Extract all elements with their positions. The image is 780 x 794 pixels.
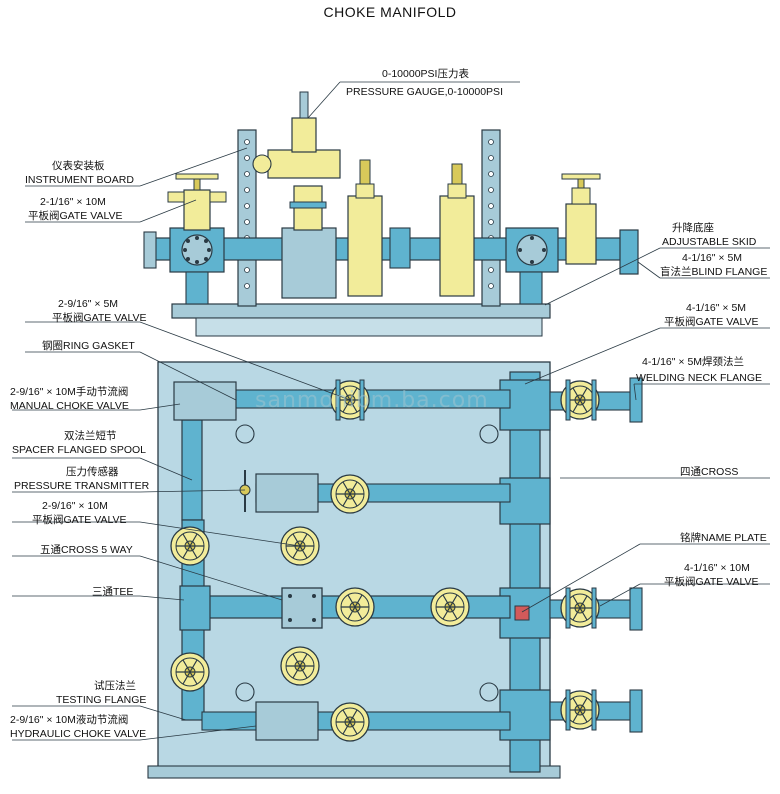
manual-choke-body <box>173 381 237 421</box>
label-manual-en: MANUAL CHOKE VALVE <box>10 400 129 412</box>
label-gate41b-size: 4-1/16" × 10M <box>684 562 750 574</box>
label-blind-en: 盲法兰BLIND FLANGE <box>660 266 768 278</box>
label-spacer-en: SPACER FLANGED SPOOL <box>12 444 147 456</box>
label-name-plate: 铭牌NAME PLATE <box>680 532 767 544</box>
label-pt-en: PRESSURE TRANSMITTER <box>14 480 150 492</box>
label-blind-size: 4-1/16" × 5M <box>682 252 743 264</box>
label-cross: 四通CROSS <box>680 466 739 478</box>
label-gate10-en: 平板阀GATE VALVE <box>32 514 127 526</box>
label-manual-size: 2-9/16" × 10M手动节流阀 <box>10 386 129 398</box>
label-gauge-cn: 0-10000PSI压力表 <box>382 68 469 80</box>
label-gate10-size: 2-9/16" × 10M <box>42 500 108 512</box>
label-gate5m-size: 2-9/16" × 5M <box>58 298 119 310</box>
instrument-board-post <box>237 129 257 307</box>
label-weld-en: WELDING NECK FLANGE <box>636 372 763 384</box>
blind-flange <box>619 229 639 275</box>
label-tee: 三通TEE <box>92 586 134 598</box>
label-gate5m-en: 平板阀GATE VALVE <box>52 312 147 324</box>
label-weld-size: 4-1/16" × 5M焊颈法兰 <box>642 356 745 368</box>
label-gate41b-en: 平板阀GATE VALVE <box>664 576 759 588</box>
label-gate41-en: 平板阀GATE VALVE <box>664 316 759 328</box>
cross-5-way <box>281 587 323 629</box>
label-gauge-en: PRESSURE GAUGE,0-10000PSI <box>346 86 503 98</box>
label-hyd-size: 2-9/16" × 10M液动节流阀 <box>10 714 129 726</box>
watermark: sanmonibm.ba.com <box>255 388 489 413</box>
label-board-en: INSTRUMENT BOARD <box>25 174 134 186</box>
label-skid-cn: 升降底座 <box>672 222 714 234</box>
hydraulic-choke-body <box>255 701 319 741</box>
label-test-cn: 试压法兰 <box>94 680 136 692</box>
label-hyd-en: HYDRAULIC CHOKE VALVE <box>10 728 147 740</box>
label-gate-top-en: 平板阀GATE VALVE <box>28 210 123 222</box>
label-cross-5-way: 五通CROSS 5 WAY <box>40 544 133 556</box>
label-gate-top-size: 2-1/16" × 10M <box>40 196 106 208</box>
label-spacer-cn: 双法兰短节 <box>64 430 117 442</box>
label-pt-cn: 压力传感器 <box>66 466 119 478</box>
label-test-en: TESTING FLANGE <box>56 694 147 706</box>
label-gate41-size: 4-1/16" × 5M <box>686 302 747 314</box>
label-ring-gasket: 钢圈RING GASKET <box>42 340 135 352</box>
diagram-title: CHOKE MANIFOLD <box>323 4 457 20</box>
label-skid-en: ADJUSTABLE SKID <box>662 236 757 248</box>
label-board-cn: 仪表安装板 <box>52 160 105 172</box>
